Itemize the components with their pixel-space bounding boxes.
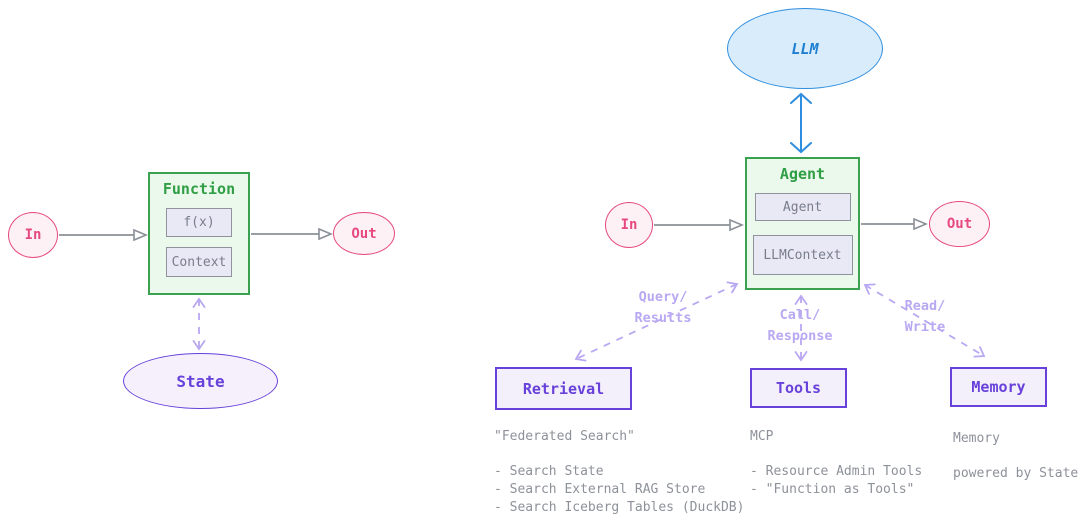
- memory-note-item: powered by State: [953, 466, 1079, 481]
- tools-note-item: - "Function as Tools": [750, 482, 915, 497]
- right-out-node: Out: [929, 201, 990, 247]
- left-function-title: Function: [162, 180, 236, 198]
- left-out-node: Out: [333, 212, 395, 255]
- left-context-box: Context: [166, 247, 232, 277]
- tools-note-item: - Resource Admin Tools: [750, 464, 923, 479]
- tools-note: MCP - Resource Admin Tools - "Function a…: [750, 428, 922, 499]
- memory-box: Memory: [950, 367, 1047, 407]
- retrieval-note-item: - Search External RAG Store: [494, 482, 706, 497]
- memory-note-title: Memory: [953, 431, 1000, 446]
- agent-inner-box: Agent: [754, 193, 851, 221]
- tools-note-title: MCP: [750, 429, 774, 444]
- agent-box: Agent Agent LLMContext: [745, 157, 860, 290]
- retrieval-note-title: "Federated Search": [494, 429, 635, 444]
- edge-label-read-write: Read/ Write: [904, 298, 946, 335]
- llm-node: LLM: [727, 8, 883, 89]
- retrieval-note-item: - Search State: [494, 464, 604, 479]
- edge-label-call-response: Call/ Response: [767, 307, 833, 344]
- agent-title: Agent: [779, 165, 826, 183]
- llmcontext-box: LLMContext: [752, 235, 853, 275]
- retrieval-box: Retrieval: [495, 367, 632, 410]
- left-function-box: Function f(x) Context: [148, 172, 250, 295]
- retrieval-note-item: - Search Iceberg Tables (DuckDB): [494, 500, 745, 515]
- memory-note: Memory powered by State: [953, 430, 1078, 483]
- tools-box: Tools: [750, 368, 847, 408]
- left-state-node: State: [123, 353, 278, 409]
- edge-label-query-results: Query/ Results: [634, 289, 692, 326]
- left-in-node: In: [8, 212, 58, 258]
- right-in-node: In: [605, 202, 653, 248]
- left-fx-box: f(x): [166, 208, 232, 237]
- retrieval-note: "Federated Search" - Search State - Sear…: [494, 428, 744, 517]
